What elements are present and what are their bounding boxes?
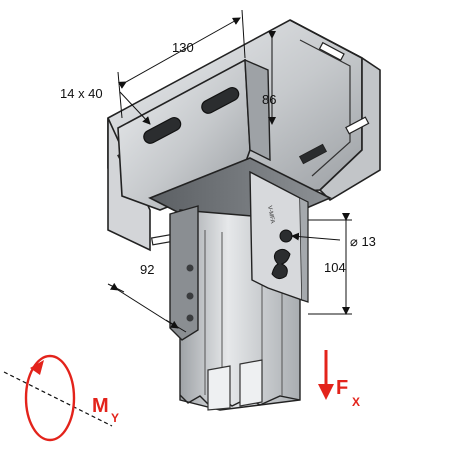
bolt-hole-slot <box>271 248 291 280</box>
vertical-post: V-MFA <box>169 170 309 411</box>
force-label: F <box>336 377 348 399</box>
moment-arrow-head <box>30 360 44 375</box>
dim-height-lower: 104 <box>324 260 346 275</box>
sleeve-right-plate <box>249 170 303 301</box>
post-hole <box>186 264 194 272</box>
dim-hole-diameter: ⌀ 13 <box>350 234 376 249</box>
channel-slot <box>318 41 345 61</box>
sleeve-right-edge <box>299 197 309 303</box>
dimension-lines <box>107 9 352 333</box>
bracket-flange-side <box>244 58 271 162</box>
upper-channel-inner-profile <box>299 39 351 177</box>
dim-top-width: 130 <box>172 40 194 55</box>
bolt-hole <box>279 229 293 243</box>
moment-label: M <box>92 395 109 417</box>
force-fx: F X <box>318 350 360 409</box>
plate-marking: V-MFA <box>266 205 275 224</box>
moment-my: M Y <box>3 354 119 442</box>
moment-arc <box>24 354 76 442</box>
force-subscript: X <box>352 395 360 409</box>
force-arrow-head <box>318 384 334 400</box>
moment-subscript: Y <box>111 411 119 425</box>
dim-slot-size: 14 x 40 <box>60 86 103 101</box>
moment-axis <box>3 371 113 427</box>
channel-slot <box>298 143 328 165</box>
post-bottom-cutout <box>207 359 263 411</box>
slot-hole <box>143 117 182 144</box>
upper-channel-end-profile <box>289 19 381 202</box>
slot-hole <box>201 87 240 114</box>
post-hole <box>186 314 194 322</box>
dim-height-upper: 86 <box>262 92 276 107</box>
channel-slot <box>345 116 370 135</box>
sleeve-left-plate <box>169 205 199 341</box>
post-inner-lines <box>204 226 283 400</box>
post-hole <box>186 292 194 300</box>
dim-width-lower: 92 <box>140 262 154 277</box>
